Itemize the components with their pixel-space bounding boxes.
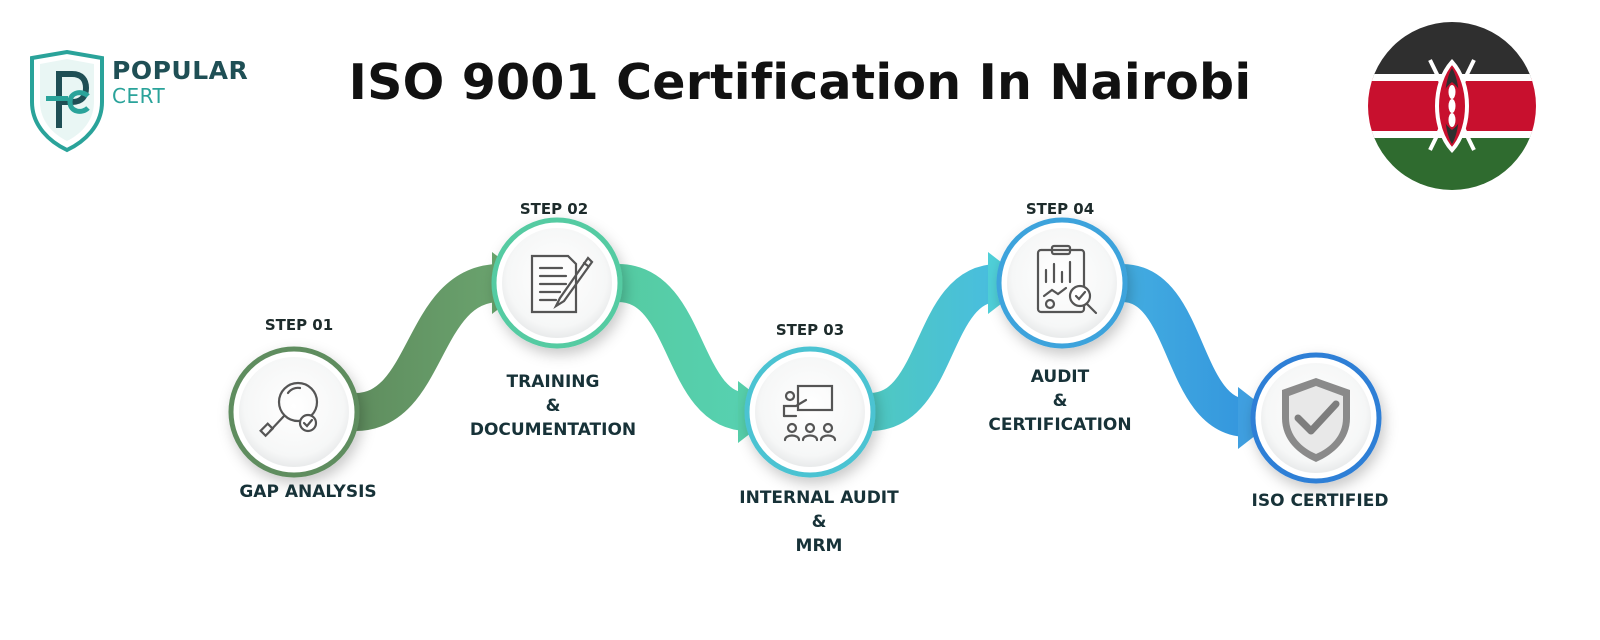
iso-certified-label: ISO CERTIFIED xyxy=(1251,491,1389,511)
step-04-label: STEP 04 xyxy=(1025,200,1095,218)
step-02-desc-line: DOCUMENTATION xyxy=(469,420,637,440)
magnifier-check-icon xyxy=(259,381,319,438)
step-03-desc-line: INTERNAL AUDIT xyxy=(739,488,899,508)
step-03-desc-line: MRM xyxy=(795,536,843,556)
step-03-node xyxy=(744,346,876,478)
step-03-desc-line: & xyxy=(811,512,827,532)
presentation-board-icon xyxy=(782,384,837,442)
step-04-node xyxy=(996,217,1128,349)
logo-text-popular: POPULAR xyxy=(112,56,249,85)
step-02-desc-line: & xyxy=(545,396,561,416)
page-title: ISO 9001 Certification In Nairobi xyxy=(348,54,1252,111)
step-02-description: TRAINING & DOCUMENTATION xyxy=(433,370,673,442)
step-03-description: INTERNAL AUDIT & MRM xyxy=(699,486,939,558)
step-01-label: STEP 01 xyxy=(264,316,334,334)
kenya-flag-icon xyxy=(1368,22,1536,190)
clipboard-report-icon xyxy=(1036,244,1098,315)
step-01-description: GAP ANALYSIS xyxy=(188,480,428,504)
step-02-node xyxy=(491,217,623,349)
step-02-label: STEP 02 xyxy=(519,200,589,218)
step-04-description: AUDIT & CERTIFICATION xyxy=(940,365,1180,437)
document-pen-icon xyxy=(530,254,594,314)
step-03-label: STEP 03 xyxy=(775,321,845,339)
step-04-desc-line: AUDIT xyxy=(1030,367,1090,387)
logo-text-cert: CERT xyxy=(112,84,166,108)
iso-certified-node xyxy=(1250,352,1382,484)
popular-cert-logo: POPULAR CERT xyxy=(26,49,249,160)
step-04-desc-line: CERTIFICATION xyxy=(988,415,1132,435)
step-01-node xyxy=(228,346,360,478)
shield-check-icon xyxy=(1282,378,1350,462)
step-04-desc-line: & xyxy=(1052,391,1068,411)
logo-shield-icon xyxy=(30,49,104,153)
step-02-desc-line: TRAINING xyxy=(506,372,600,392)
step-01-desc-line: GAP ANALYSIS xyxy=(239,482,377,502)
iso-certified-description: ISO CERTIFIED xyxy=(1200,489,1440,513)
